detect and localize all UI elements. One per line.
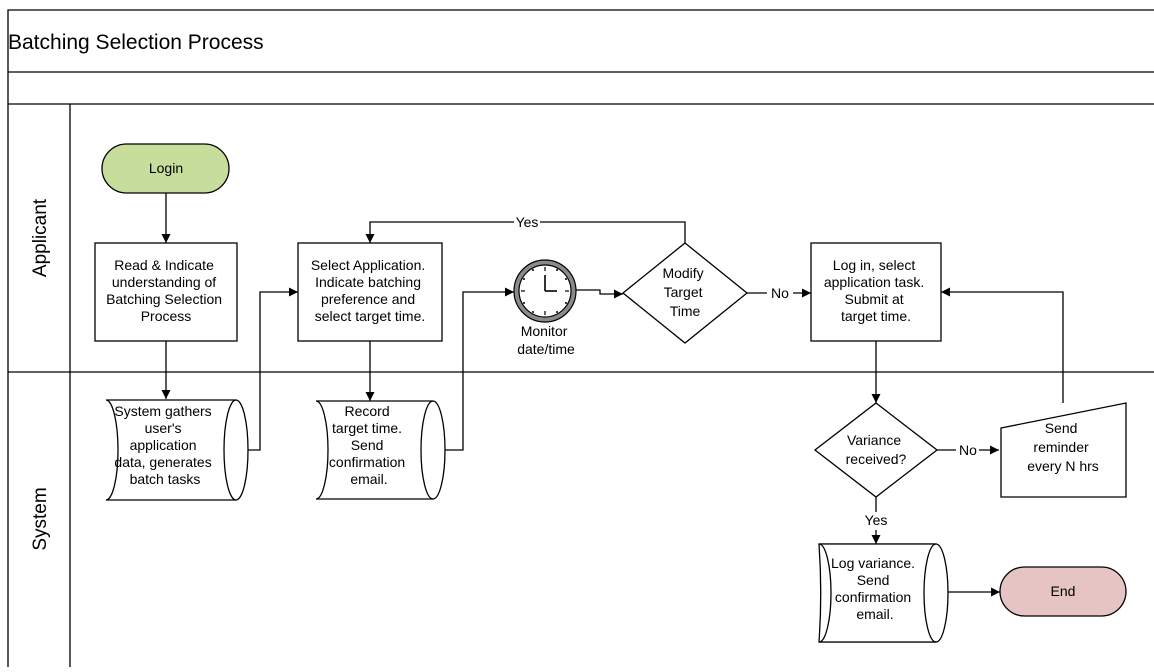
select-line-2: Indicate batching [315, 274, 421, 290]
modify-line-3: Time [670, 303, 701, 319]
diagram-title: Batching Selection Process [8, 31, 264, 54]
decision-modify-target-time: Modify Target Time [621, 242, 749, 344]
edge-variance-log: Yes [865, 497, 888, 544]
svg-text:Variance received?: Variance received? [846, 432, 907, 467]
svg-text:Monitor date/time: Monitor date/time [517, 323, 575, 357]
pool-frame [7, 9, 1154, 667]
gather-line-4: data, generates [114, 454, 211, 470]
svg-text:Read & Indicate understa: Read & Indicate understanding of Batchin… [106, 257, 226, 324]
log-variance-line-2: Send [857, 572, 890, 588]
gather-line-1: System gathers [114, 403, 211, 419]
variance-line-2: received? [846, 451, 907, 467]
lane-label-applicant: Applicant [30, 198, 51, 277]
storage-log-variance: Log variance. Send confirmation email. [818, 543, 949, 643]
login-task-line-3: Submit at [844, 291, 903, 307]
edge-variance-reminder: No [937, 442, 999, 458]
edge-label-yes-modify: Yes [516, 214, 539, 230]
read-line-4: Process [141, 308, 192, 324]
record-line-1: Record [344, 403, 389, 419]
modify-line-2: Target [664, 284, 703, 300]
svg-text:Log in, select applicati: Log in, select application task. Submit … [824, 257, 928, 324]
read-line-3: Batching Selection [106, 291, 222, 307]
process-select-application: Select Application. Indicate batching pr… [297, 242, 443, 342]
svg-text:Send reminder ever: Send reminder every N hrs [1027, 420, 1099, 474]
terminator-end-shape [999, 566, 1127, 617]
reminder-line-1: Send [1045, 420, 1078, 436]
reminder-line-2: reminder [1033, 439, 1089, 455]
edge-gather-select [248, 287, 298, 451]
gather-line-2: user's [145, 420, 182, 436]
record-line-4: confirmation [329, 454, 405, 470]
variance-line-1: Variance [847, 432, 901, 448]
login-label: Login [149, 160, 183, 176]
select-line-1: Select Application. [311, 257, 425, 273]
storage-record-target-time: Record target time. Send confirmation em… [315, 400, 446, 500]
edge-record-monitor [445, 287, 514, 451]
end-label: End [1051, 583, 1076, 599]
record-line-5: email. [350, 471, 387, 487]
decision-variance-received: Variance received? [813, 402, 939, 498]
login-task-line-4: target time. [841, 308, 911, 324]
edge-modify-login: No [747, 285, 811, 301]
edge-label-yes-variance: Yes [865, 512, 888, 528]
read-line-2: understanding of [112, 274, 216, 290]
svg-text:Log variance. Send: Log variance. Send confirmation email. [831, 555, 919, 622]
monitor-line-1: Monitor [521, 323, 568, 339]
lane-label-system: System [30, 487, 51, 550]
svg-text:Record target time.: Record target time. Send confirmation em… [329, 403, 409, 487]
select-line-4: select target time. [315, 308, 426, 324]
terminator-login: Login [101, 143, 230, 194]
process-login-task: Log in, select application task. Submit … [810, 242, 942, 342]
gather-line-5: batch tasks [130, 471, 201, 487]
read-line-1: Read & Indicate [114, 257, 214, 273]
log-variance-line-3: confirmation [835, 589, 911, 605]
log-variance-line-4: email. [856, 606, 893, 622]
login-task-line-1: Log in, select [833, 257, 916, 273]
svg-text:Select Application. Indi: Select Application. Indicate batching pr… [311, 257, 429, 324]
edge-reminder-login [941, 287, 1064, 403]
edge-label-no-variance: No [959, 442, 977, 458]
terminator-end: End [999, 566, 1127, 617]
svg-text:System gathers user's: System gathers user's application data, … [114, 403, 215, 487]
modify-line-1: Modify [662, 265, 703, 281]
edge-modify-select: Yes [370, 214, 686, 243]
edge-label-no-modify: No [771, 285, 789, 301]
terminator-login-shape [101, 143, 230, 194]
record-line-2: target time. [332, 420, 402, 436]
edge-monitor-modify [576, 289, 623, 299]
log-variance-line-1: Log variance. [831, 555, 915, 571]
reminder-line-3: every N hrs [1027, 458, 1099, 474]
gather-line-3: application [130, 437, 197, 453]
svg-text:Modify Target Time: Modify Target Time [662, 265, 707, 319]
process-read: Read & Indicate understanding of Batchin… [94, 242, 238, 342]
storage-gather-data: System gathers user's application data, … [105, 399, 249, 501]
select-line-3: preference and [321, 291, 415, 307]
timer-monitor: Monitor date/time [513, 259, 577, 357]
monitor-line-2: date/time [517, 341, 575, 357]
manual-input-send-reminder: Send reminder every N hrs [1000, 402, 1127, 498]
login-task-line-2: application task. [824, 274, 924, 290]
record-line-3: Send [351, 437, 384, 453]
